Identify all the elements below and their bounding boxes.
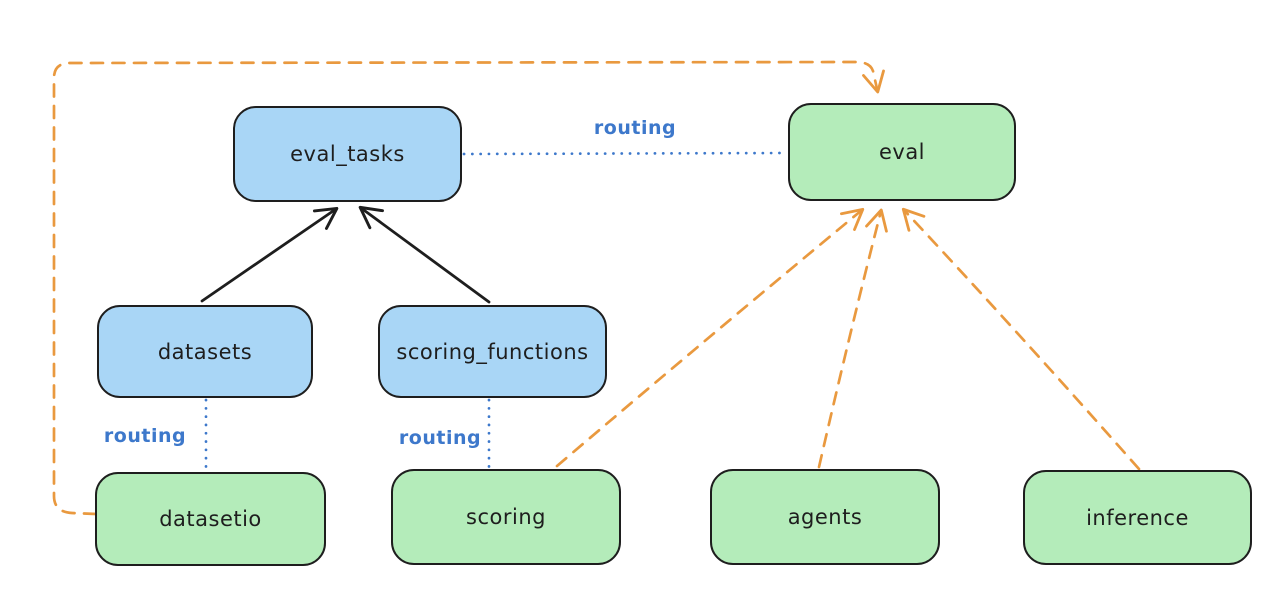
node-inference: inference	[1023, 470, 1252, 565]
edge-eval-tasks-to-eval-routing	[462, 151, 788, 156]
node-scoring-label: scoring	[466, 505, 546, 529]
edge-agents-to-eval	[817, 208, 888, 469]
node-datasetio: datasetio	[95, 472, 326, 566]
edge-scoring-to-eval	[555, 207, 865, 468]
node-scoring: scoring	[391, 469, 621, 565]
edge-datasets-to-eval-tasks	[200, 206, 339, 303]
node-scoring-functions: scoring_functions	[378, 305, 607, 398]
node-inference-label: inference	[1086, 505, 1189, 530]
node-datasetio-label: datasetio	[159, 507, 262, 531]
edge-label-routing-datasets: routing	[103, 425, 187, 447]
edge-label-routing-scoring: routing	[398, 427, 482, 449]
node-datasets-label: datasets	[157, 339, 253, 364]
node-eval-tasks-label: eval_tasks	[290, 142, 405, 166]
node-agents-label: agents	[787, 505, 863, 529]
edge-datasetio-to-eval-loop	[52, 60, 885, 516]
node-scoring-functions-label: scoring_functions	[396, 339, 589, 364]
node-eval: eval	[788, 103, 1016, 201]
node-agents: agents	[710, 469, 940, 565]
edge-inference-to-eval	[901, 207, 1141, 471]
node-eval-label: eval	[878, 140, 926, 164]
node-datasets: datasets	[97, 305, 313, 398]
edge-label-routing-top: routing	[593, 117, 677, 139]
edge-scoring-functions-to-eval-tasks	[358, 205, 491, 304]
node-eval-tasks: eval_tasks	[233, 106, 462, 202]
